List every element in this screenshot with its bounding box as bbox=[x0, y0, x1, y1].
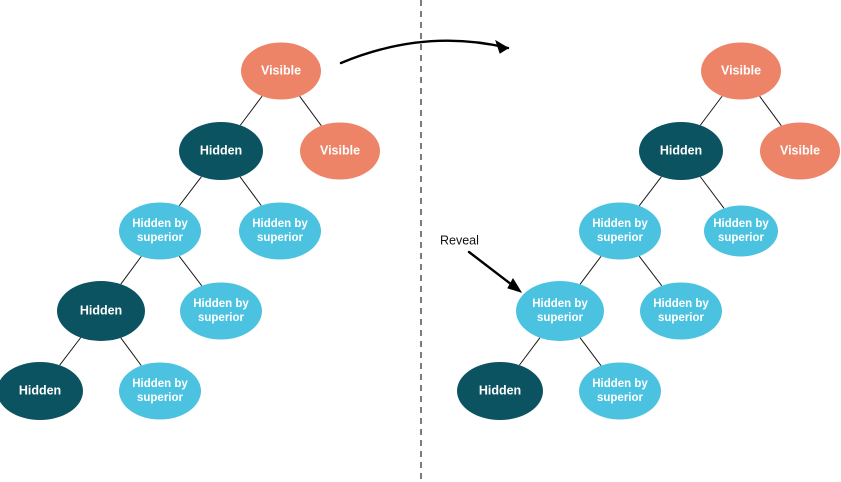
tree-node-hidden[interactable]: Hidden bbox=[0, 362, 83, 420]
reveal-arrow-shaft bbox=[467, 250, 518, 290]
node-shape bbox=[640, 282, 722, 340]
node-shape bbox=[119, 202, 201, 260]
tree-edge bbox=[759, 95, 782, 127]
tree-edge bbox=[239, 176, 262, 206]
node-shape bbox=[119, 362, 201, 420]
tree-node-visible[interactable]: Visible bbox=[701, 42, 781, 100]
node-shape bbox=[701, 42, 781, 100]
tree-edge bbox=[638, 176, 662, 207]
node-shape bbox=[57, 281, 145, 341]
node-label: Hidden bbox=[200, 144, 242, 158]
node-shape bbox=[704, 205, 778, 257]
node-label: Visible bbox=[320, 144, 360, 158]
tree-edge bbox=[178, 255, 203, 287]
node-label: Visible bbox=[261, 64, 301, 78]
tree-node-hidden[interactable]: Hidden bbox=[57, 281, 145, 341]
tree-edge bbox=[579, 255, 602, 285]
node-label: Visible bbox=[721, 64, 761, 78]
node-shape bbox=[457, 362, 543, 420]
reveal-arrow-head-icon bbox=[507, 278, 523, 293]
node-label: Hidden bbox=[80, 304, 122, 318]
annotation-layer: Reveal bbox=[339, 0, 523, 482]
node-shape bbox=[516, 281, 604, 341]
transform-arrow-head-icon bbox=[495, 39, 509, 54]
node-shape bbox=[760, 122, 840, 180]
tree-edge bbox=[120, 337, 142, 366]
node-label: Visible bbox=[780, 144, 820, 158]
node-label: Hidden bbox=[479, 384, 521, 398]
reveal-annotation-label: Reveal bbox=[440, 233, 479, 247]
tree-edge bbox=[239, 95, 263, 126]
tree-node-visible[interactable]: Visible bbox=[241, 42, 321, 100]
node-shape bbox=[0, 362, 83, 420]
tree-edge bbox=[299, 95, 322, 127]
tree-edge bbox=[59, 337, 82, 366]
tree-node-hidden[interactable]: Hidden bbox=[639, 122, 723, 180]
node-label: Hidden bbox=[660, 144, 702, 158]
tree-edge bbox=[178, 176, 202, 207]
node-shape bbox=[579, 202, 661, 260]
node-shape bbox=[239, 202, 321, 260]
node-shape bbox=[241, 42, 321, 100]
node-shape bbox=[639, 122, 723, 180]
tree-edge bbox=[120, 256, 142, 285]
tree-node-hidden[interactable]: Hidden bbox=[457, 362, 543, 420]
transform-arrow-shaft bbox=[339, 39, 510, 65]
tree-edge bbox=[519, 337, 541, 366]
tree-node-visible[interactable]: Visible bbox=[300, 122, 380, 180]
node-shape bbox=[579, 362, 661, 420]
node-label: Hidden bbox=[19, 384, 61, 398]
tree-edge bbox=[699, 95, 723, 126]
node-shape bbox=[180, 282, 262, 340]
tree-edge bbox=[699, 176, 725, 209]
tree-edge bbox=[579, 337, 602, 367]
tree-node-hidden[interactable]: Hidden bbox=[179, 122, 263, 180]
tree-node-visible[interactable]: Visible bbox=[760, 122, 840, 180]
tree-edge bbox=[638, 255, 663, 287]
node-shape bbox=[300, 122, 380, 180]
node-shape bbox=[179, 122, 263, 180]
edge-layer bbox=[59, 95, 782, 367]
